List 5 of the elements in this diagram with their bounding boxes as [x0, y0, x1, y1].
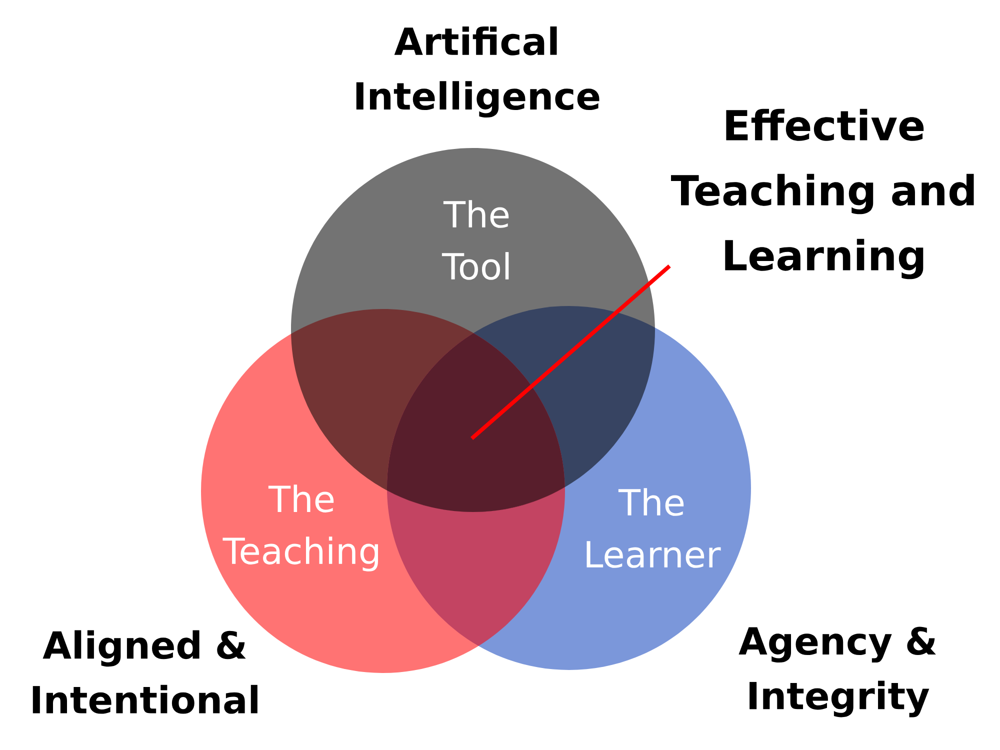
callout-text: Effective Teaching and Learning [671, 108, 974, 280]
leader-line [470, 264, 671, 440]
circle-heading: Aligned & Intentional [32, 630, 258, 714]
center-overlap [387, 333, 565, 512]
circle-heading: Artifical Intelligence [356, 26, 600, 118]
